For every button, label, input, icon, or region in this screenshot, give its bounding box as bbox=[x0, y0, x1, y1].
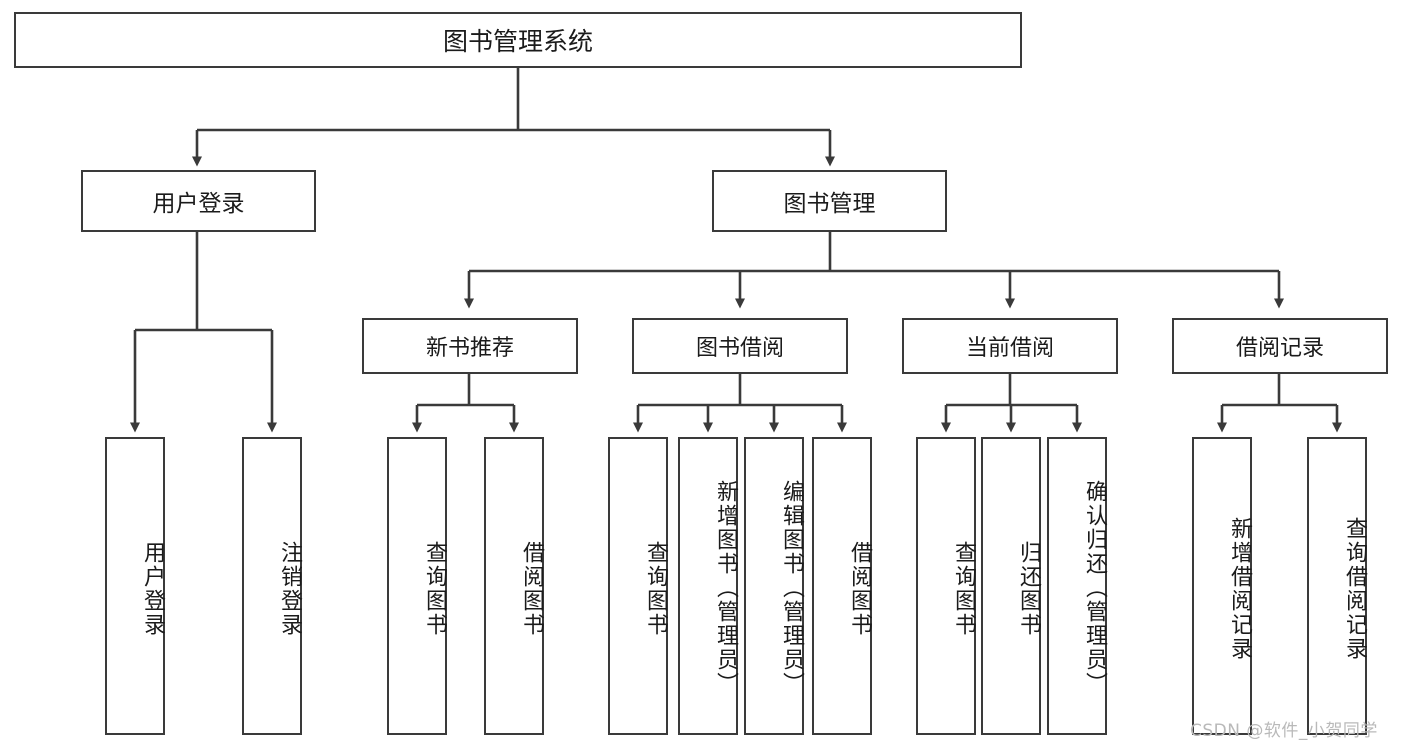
node-label: 查询图书 bbox=[422, 541, 447, 637]
leaf-borrow-book-recommend[interactable]: 借阅图书 bbox=[484, 437, 544, 735]
node-book-management[interactable]: 图书管理 bbox=[712, 170, 947, 232]
leaf-borrow-book-borrow[interactable]: 借阅图书 bbox=[812, 437, 872, 735]
node-label: 图书管理 bbox=[783, 191, 876, 217]
node-label: 用户登录 bbox=[140, 541, 165, 637]
node-label: 图书管理系统 bbox=[442, 27, 593, 56]
node-new-book-recommend[interactable]: 新书推荐 bbox=[362, 318, 578, 374]
node-current-borrow[interactable]: 当前借阅 bbox=[902, 318, 1118, 374]
node-label: 归还图书 bbox=[1016, 541, 1041, 637]
node-label: 新增借阅记录 bbox=[1227, 517, 1252, 661]
node-label: 注销登录 bbox=[277, 541, 302, 637]
leaf-query-book-recommend[interactable]: 查询图书 bbox=[387, 437, 447, 735]
node-label: 借阅图书 bbox=[847, 541, 872, 637]
node-label: 查询图书 bbox=[951, 541, 976, 637]
node-borrow-record[interactable]: 借阅记录 bbox=[1172, 318, 1388, 374]
node-label: 新书推荐 bbox=[425, 336, 514, 361]
node-label: 用户登录 bbox=[152, 191, 245, 217]
leaf-return-book[interactable]: 归还图书 bbox=[981, 437, 1041, 735]
node-label: 查询借阅记录 bbox=[1342, 517, 1367, 661]
node-label: 确认归还（管理员） bbox=[1082, 480, 1107, 696]
leaf-edit-book-admin[interactable]: 编辑图书（管理员） bbox=[744, 437, 804, 735]
leaf-user-login[interactable]: 用户登录 bbox=[105, 437, 165, 735]
node-user-login[interactable]: 用户登录 bbox=[81, 170, 316, 232]
node-label: 查询图书 bbox=[643, 541, 668, 637]
leaf-add-book-admin[interactable]: 新增图书（管理员） bbox=[678, 437, 738, 735]
watermark: CSDN @软件_小贺同学 bbox=[1190, 721, 1378, 741]
node-label: 新增图书（管理员） bbox=[713, 480, 738, 696]
node-label: 当前借阅 bbox=[965, 336, 1054, 361]
leaf-query-book-current[interactable]: 查询图书 bbox=[916, 437, 976, 735]
node-label: 图书借阅 bbox=[695, 336, 784, 361]
node-label: 借阅记录 bbox=[1235, 336, 1324, 361]
leaf-logout-login[interactable]: 注销登录 bbox=[242, 437, 302, 735]
node-root-book-management-system[interactable]: 图书管理系统 bbox=[14, 12, 1022, 68]
leaf-add-borrow-record[interactable]: 新增借阅记录 bbox=[1192, 437, 1252, 735]
leaf-query-book-borrow[interactable]: 查询图书 bbox=[608, 437, 668, 735]
leaf-confirm-return-admin[interactable]: 确认归还（管理员） bbox=[1047, 437, 1107, 735]
node-label: 编辑图书（管理员） bbox=[779, 480, 804, 696]
node-book-borrow[interactable]: 图书借阅 bbox=[632, 318, 848, 374]
leaf-query-borrow-record[interactable]: 查询借阅记录 bbox=[1307, 437, 1367, 735]
node-label: 借阅图书 bbox=[519, 541, 544, 637]
